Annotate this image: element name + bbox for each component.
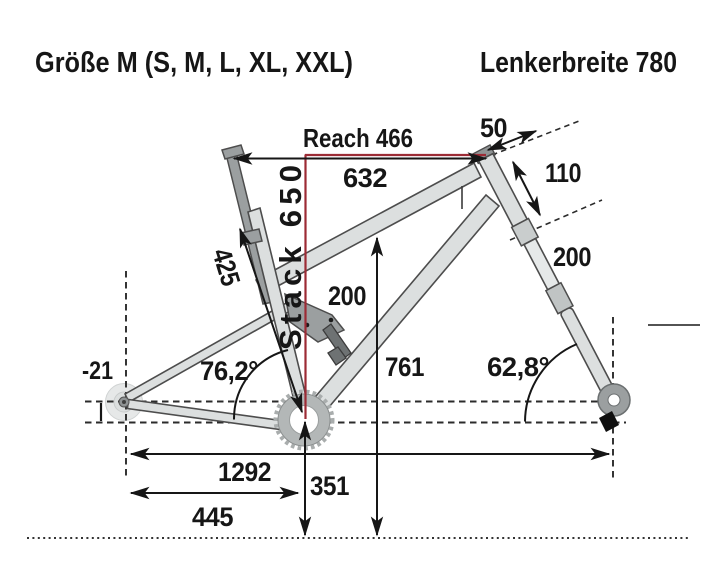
label-wheelbase: 1292: [218, 457, 271, 487]
head-angle-arc: [524, 343, 578, 422]
dim-stem: [486, 130, 538, 151]
page-title-handlebar: Lenkerbreite 780: [480, 47, 677, 79]
headtube-lower-dashed-line: [509, 199, 603, 241]
seat-post-clamp: [221, 144, 245, 160]
page-title-size: Größe M (S, M, L, XL, XXL): [35, 47, 353, 79]
dim-seat-tube: [239, 227, 303, 414]
fork-dropout: [599, 411, 619, 432]
label-stem: 50: [480, 113, 507, 143]
label-head-tube: 110: [545, 158, 581, 188]
stem-upper-dashed-line: [491, 120, 580, 156]
label-head-angle: 62,8°: [487, 352, 549, 382]
label-seat-tube: 425: [206, 245, 246, 290]
dim-head-tube: [512, 160, 541, 217]
label-bb-drop: -21: [82, 357, 113, 385]
chainring-teeth: [273, 389, 335, 451]
label-chainstay: 445: [192, 502, 233, 532]
label-top-tube: 632: [343, 163, 387, 193]
frame: [123, 144, 501, 434]
label-rear-travel: 200: [328, 281, 366, 311]
rear-axle-dot: [122, 400, 126, 404]
label-seat-angle: 76,2°: [200, 356, 258, 386]
dimension-lines: [129, 130, 611, 537]
front-axle-hole: [607, 393, 621, 407]
label-bb-height: 351: [310, 471, 349, 501]
label-reach: Reach 466: [303, 123, 413, 153]
label-standover: 761: [385, 352, 424, 382]
rocker-bolt: [328, 317, 334, 323]
shock-mount: [327, 346, 347, 366]
fork-lower-leg: [560, 307, 616, 398]
label-fork-travel: 200: [553, 242, 591, 272]
label-stack: Stack 650: [273, 165, 308, 350]
